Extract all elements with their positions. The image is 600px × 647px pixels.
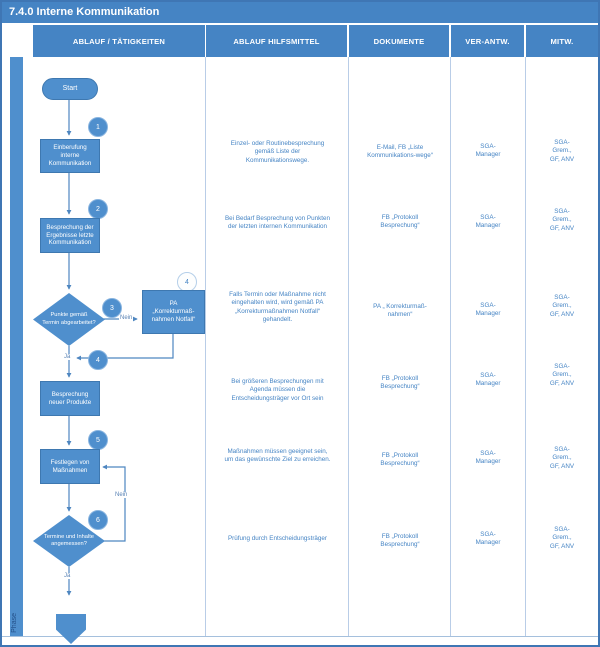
hilfsmittel-cell: Maßnahmen müssen geeignet sein, um das g… — [224, 448, 331, 464]
step-badge-4-outline: 4 — [177, 272, 197, 292]
step-badge-3: 3 — [102, 298, 122, 318]
mitw-cell: SGA- Grem., GF, ANV — [549, 208, 575, 232]
mitw-cell: SGA- Grem., GF, ANV — [549, 526, 575, 550]
column-separator — [525, 57, 526, 636]
verantw-cell: SGA- Manager — [475, 302, 501, 318]
hilfsmittel-cell: Bei Bedarf Besprechung von Punkten der l… — [224, 215, 331, 231]
page-title: 7.4.0 Interne Kommunikation — [2, 2, 598, 23]
dokumente-cell: FB „Protokoll Besprechung“ — [380, 375, 420, 391]
verantw-cell: SGA- Manager — [475, 372, 501, 388]
hilfsmittel-cell: Falls Termin oder Maßnahme nicht eingeha… — [229, 291, 326, 324]
verantw-cell: SGA- Manager — [475, 214, 501, 230]
hilfsmittel-cell: Einzel- oder Routinebesprechung gemäß Li… — [230, 140, 325, 164]
col-header-mitw: MITW. — [526, 25, 598, 57]
phase-lane: Phase — [10, 57, 23, 636]
dokumente-cell: E-Mail, FB „Liste Kommunikations-wege“ — [367, 144, 433, 160]
process-box-festlegen-massnahmen: Festlegen von Maßnahmen — [40, 449, 100, 484]
table-bottom-border — [2, 636, 598, 637]
phase-label: Phase — [11, 613, 18, 633]
process-box-besprechung-ergebnisse: Besprechung der Ergebnisse letzte Kommun… — [40, 218, 100, 253]
col-header-verantw: VER-ANTW. — [451, 25, 524, 57]
decision-termine-angemessen: Termine und Inhalte angemessen? — [33, 515, 105, 567]
step-badge-5: 5 — [88, 430, 108, 450]
mitw-cell: SGA- Grem., GF, ANV — [549, 294, 575, 318]
step-badge-6: 6 — [88, 510, 108, 530]
col-header-dokumente: DOKUMENTE — [349, 25, 449, 57]
edge-label-nein-1: Nein — [119, 315, 134, 321]
column-separator — [450, 57, 451, 636]
verantw-cell: SGA- Manager — [475, 531, 501, 547]
hilfsmittel-cell: Bei größeren Besprechungen mit Agenda mü… — [231, 378, 324, 402]
step-badge-1: 1 — [88, 117, 108, 137]
process-box-korrekturmassnahmen-notfall: PA „Korrekturmaß- nahmen Notfall“ — [142, 290, 205, 334]
edge-label-ja-1: Ja — [63, 354, 72, 360]
step-badge-4: 4 — [88, 350, 108, 370]
edge-label-ja-2: Ja — [63, 573, 72, 579]
dokumente-cell: PA „ Korrekturmaß- nahmen“ — [373, 303, 427, 319]
offpage-connector — [56, 614, 86, 644]
dokumente-cell: FB „Protokoll Besprechung“ — [380, 214, 420, 230]
verantw-cell: SGA- Manager — [475, 450, 501, 466]
edge-label-nein-2: Nein — [114, 492, 129, 498]
start-node: Start — [42, 78, 98, 100]
column-separator — [348, 57, 349, 636]
mitw-cell: SGA- Grem., GF, ANV — [549, 139, 575, 163]
verantw-cell: SGA- Manager — [475, 143, 501, 159]
hilfsmittel-cell: Prüfung durch Entscheidungsträger — [227, 535, 328, 542]
column-separator — [205, 57, 206, 636]
dokumente-cell: FB „Protokoll Besprechung“ — [380, 452, 420, 468]
col-header-ablauf-taetigkeiten: ABLAUF / TÄTIGKEITEN — [33, 25, 205, 57]
decision-punkte-abgearbeitet: Punkte gemäß Termin abgearbeitet? — [33, 293, 105, 346]
mitw-cell: SGA- Grem., GF, ANV — [549, 446, 575, 470]
dokumente-cell: FB „Protokoll Besprechung“ — [380, 533, 420, 549]
process-box-besprechung-produkte: Besprechung neuer Produkte — [40, 381, 100, 416]
mitw-cell: SGA- Grem., GF, ANV — [549, 363, 575, 387]
process-box-einberufung: Einberufung interne Kommunikation — [40, 139, 100, 173]
col-header-ablauf-hilfsmittel: ABLAUF HILFSMITTEL — [206, 25, 347, 57]
step-badge-2: 2 — [88, 199, 108, 219]
